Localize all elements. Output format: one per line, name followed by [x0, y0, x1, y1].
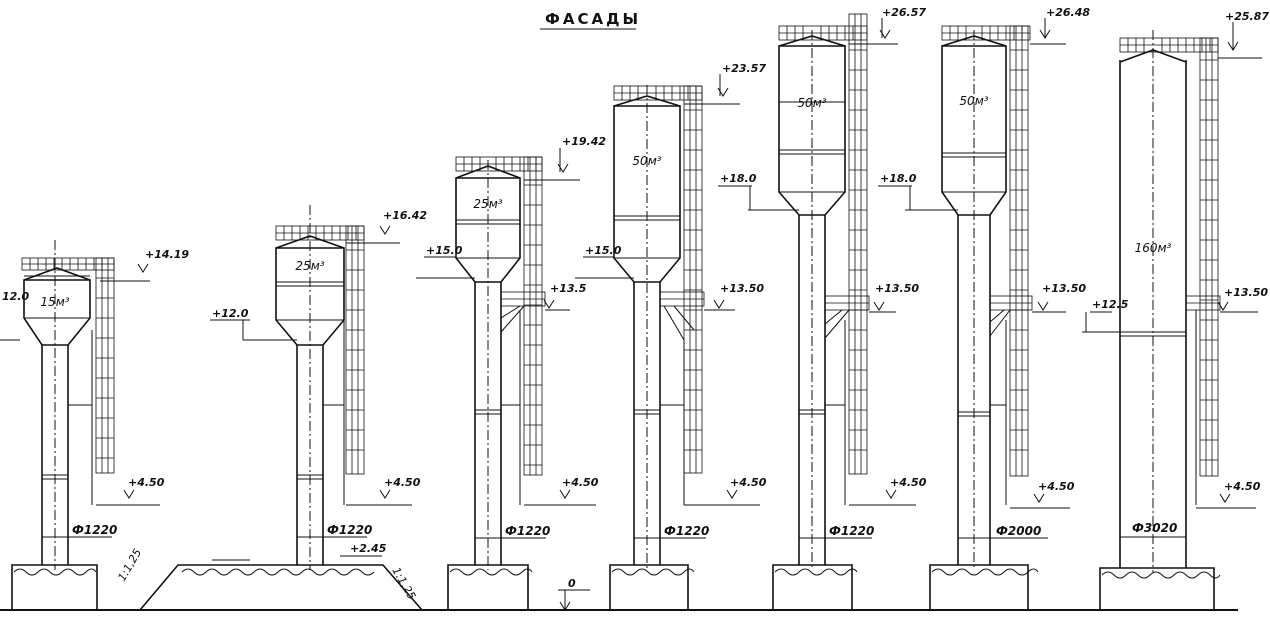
tower-2: 1:1,25 1:1,25 +2.45	[115, 205, 427, 611]
tower-4-volume: 50м³	[632, 154, 661, 168]
tower-7-foundation	[1099, 567, 1215, 610]
tower-1: 15м³ +14.19 12.0 +4.50 Ф1220	[0, 240, 189, 610]
tower-7-bottom-elev: +12.5	[1092, 298, 1129, 311]
tower-5-diameter: Ф1220	[829, 524, 874, 538]
tower-3: 25м³ +19.42 +15.0 +13.5 +4.50 Ф1220	[416, 135, 606, 610]
tower-2-slope-left: 1:1,25	[115, 547, 144, 584]
tower-4-base-elev: +4.50	[730, 476, 767, 489]
tower-3-foundation	[447, 564, 529, 610]
tower-5-top-elev: +26.57	[882, 6, 926, 19]
tower-4-top-elev: +23.57	[722, 62, 766, 75]
tower-7-top-elev: +25.87	[1225, 10, 1269, 23]
tower-5-bracket-elev: +13.50	[875, 282, 919, 295]
tower-1-bottom-elev: 12.0	[2, 290, 29, 303]
tower-6-foundation	[929, 564, 1029, 610]
tower-1-foundation	[11, 564, 98, 610]
tower-2-berm-elev: +2.45	[350, 542, 387, 555]
tower-2-base-elev: +4.50	[384, 476, 421, 489]
tower-5-bottom-elev: +18.0	[720, 172, 757, 185]
tower-6: 50м³ +26.48 +18.0 +13.50 +4.50 Ф2000	[878, 6, 1090, 610]
tower-2-bottom-elev: +12.0	[212, 307, 249, 320]
ground-zero-mark: 0	[558, 577, 590, 611]
tower-1-volume: 15м³	[40, 295, 69, 309]
tower-3-diameter: Ф1220	[505, 524, 550, 538]
tower-7-base-elev: +4.50	[1224, 480, 1261, 493]
tower-2-berm	[139, 564, 423, 611]
tower-6-volume: 50м³	[959, 94, 988, 108]
tower-4-diameter: Ф1220	[664, 524, 709, 538]
tower-3-base-elev: +4.50	[562, 476, 599, 489]
tower-6-diameter: Ф2000	[996, 524, 1041, 538]
tower-2-slope-right: 1:1,25	[389, 565, 418, 602]
tower-7-bracket-elev: +13.50	[1224, 286, 1268, 299]
tower-6-top-elev: +26.48	[1046, 6, 1090, 19]
tower-1-diameter: Ф1220	[72, 523, 117, 537]
tower-5-foundation	[772, 564, 853, 610]
tower-4: 50м³ +23.57 +15.0 +13.50 +4.50 Ф1220	[575, 62, 767, 610]
tower-2-diameter: Ф1220	[327, 523, 372, 537]
ground-zero-label: 0	[568, 577, 576, 590]
tower-2-top-elev: +16.42	[383, 209, 427, 222]
tower-1-top-elev: +14.19	[145, 248, 189, 261]
tower-1-base-elev: +4.50	[128, 476, 165, 489]
drawing-title: ФАСАДЫ	[545, 10, 641, 28]
tower-7-volume: 160м³	[1135, 241, 1172, 255]
tower-6-bracket-elev: +13.50	[1042, 282, 1086, 295]
tower-6-base-elev: +4.50	[1038, 480, 1075, 493]
tower-5-volume: 50м³	[797, 96, 826, 110]
tower-3-bottom-elev: +15.0	[426, 244, 463, 257]
tower-5-base-elev: +4.50	[890, 476, 927, 489]
tower-2-volume: 25м³	[295, 259, 324, 273]
tower-7: 160м³ +25.87 +12.5 +13.50 +4.50 Ф3020	[1082, 10, 1269, 610]
tower-6-bottom-elev: +18.0	[880, 172, 917, 185]
tower-4-bracket-elev: +13.50	[720, 282, 764, 295]
tower-4-bottom-elev: +15.0	[585, 244, 622, 257]
tower-7-diameter: Ф3020	[1132, 521, 1177, 535]
tower-3-bracket-elev: +13.5	[550, 282, 587, 295]
tower-3-top-elev: +19.42	[562, 135, 606, 148]
tower-4-foundation	[609, 564, 689, 610]
tower-5: 50м³ +26.57 +18.0 +13.50 +4.50 Ф1220	[718, 6, 927, 610]
tower-3-volume: 25м³	[473, 197, 502, 211]
